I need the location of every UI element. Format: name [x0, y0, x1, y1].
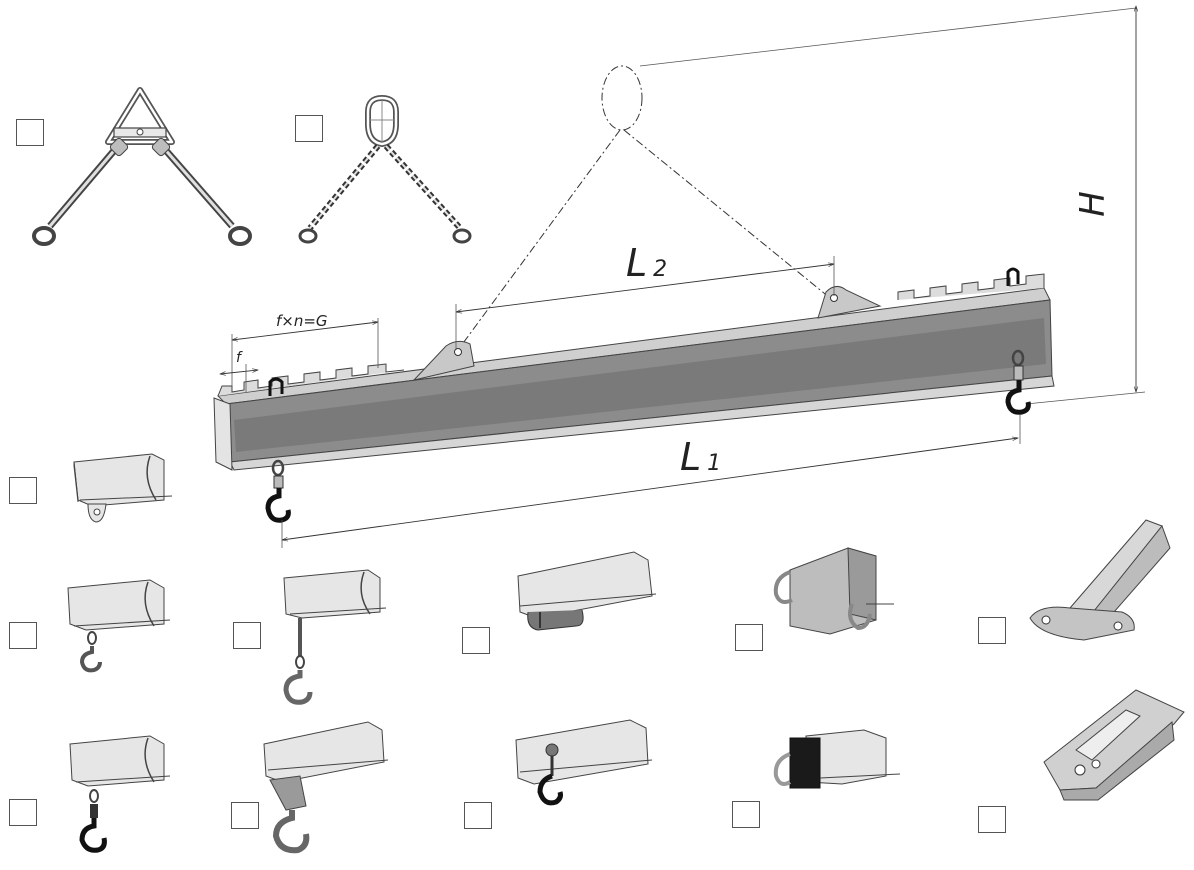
pitch-formula-label: f×n=G — [276, 312, 328, 330]
end-black-hook-illustration — [69, 735, 171, 853]
clamp-hook-illustration — [263, 721, 389, 854]
end-long-swivel-hook-illustration — [283, 569, 387, 705]
end-swivel-hook-small-illustration — [67, 579, 171, 673]
left-end-hook — [265, 459, 291, 523]
ring-chain-sling-illustration — [298, 94, 472, 244]
checkbox-black-block-shackle[interactable] — [732, 801, 760, 828]
end-plate-eye-illustration — [73, 453, 173, 523]
checkbox-side-black-hook[interactable] — [464, 802, 492, 829]
pitch-label: f — [236, 350, 243, 366]
checkbox-end-long-swivel-hook[interactable] — [233, 622, 261, 649]
lifting-beam — [213, 267, 1055, 471]
checkbox-clamp-hook[interactable] — [231, 802, 259, 829]
checkbox-end-swivel-hook-small[interactable] — [9, 622, 37, 649]
checkbox-side-shackle-block[interactable] — [735, 624, 763, 651]
checkbox-end-plate-eye[interactable] — [9, 477, 37, 504]
under-shackle-illustration — [517, 551, 657, 631]
checkbox-ring-chain-sling[interactable] — [295, 115, 323, 142]
side-black-hook-illustration — [515, 719, 653, 806]
channel-roller-illustration — [1043, 689, 1185, 801]
checkbox-under-shackle[interactable] — [462, 627, 490, 654]
checkbox-end-black-hook[interactable] — [9, 799, 37, 826]
height-label: H — [1073, 191, 1113, 217]
pitch-dimension: f×n=G f — [220, 312, 378, 392]
right-end-hook — [1005, 349, 1031, 415]
checkbox-hinged-lug[interactable] — [978, 617, 1006, 644]
hinged-lug-illustration — [1029, 519, 1171, 641]
height-dimension: H — [1025, 6, 1146, 405]
side-shackle-block-illustration — [773, 547, 894, 635]
triangle-wire-sling-illustration — [32, 87, 252, 246]
checkbox-channel-roller[interactable] — [978, 806, 1006, 833]
checkbox-triangle-wire-sling[interactable] — [16, 119, 44, 146]
black-block-shackle-illustration — [773, 729, 901, 789]
